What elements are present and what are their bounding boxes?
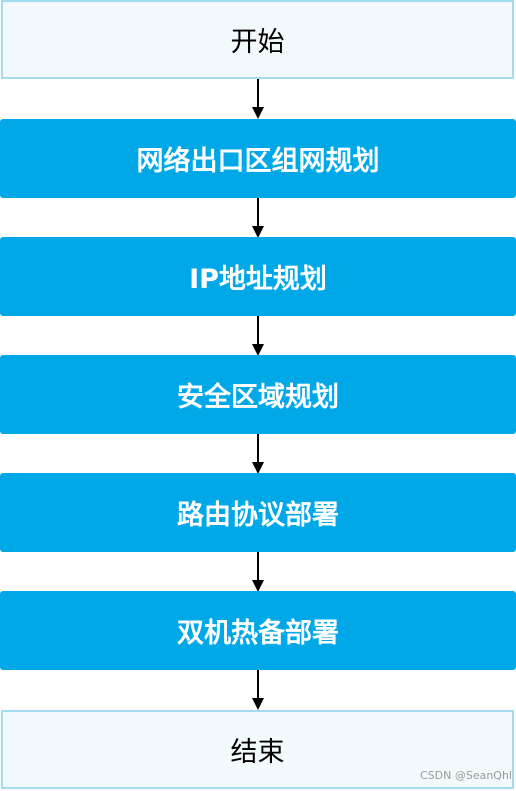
start-node: 开始 [1, 0, 514, 79]
step-ip-address-planning: IP地址规划 [0, 237, 516, 316]
step-label: IP地址规划 [189, 264, 327, 295]
end-node: 结束 [1, 710, 514, 789]
arrow-6 [252, 670, 264, 710]
start-label: 开始 [230, 27, 285, 58]
step-label: 网络出口区组网规划 [136, 146, 380, 177]
step-label: 路由协议部署 [177, 500, 339, 531]
watermark: CSDN @SeanQhl [419, 769, 512, 782]
arrow-5 [252, 552, 264, 592]
arrow-4 [252, 434, 264, 474]
arrow-2 [252, 198, 264, 238]
step-routing-protocol-deployment: 路由协议部署 [0, 473, 516, 552]
step-label: 双机热备部署 [177, 618, 339, 649]
arrow-1 [252, 79, 264, 119]
step-network-egress-planning: 网络出口区组网规划 [0, 119, 516, 198]
arrow-3 [252, 316, 264, 356]
end-label: 结束 [230, 737, 285, 768]
step-hot-standby-deployment: 双机热备部署 [0, 591, 516, 670]
step-label: 安全区域规划 [177, 382, 339, 413]
step-security-zone-planning: 安全区域规划 [0, 355, 516, 434]
